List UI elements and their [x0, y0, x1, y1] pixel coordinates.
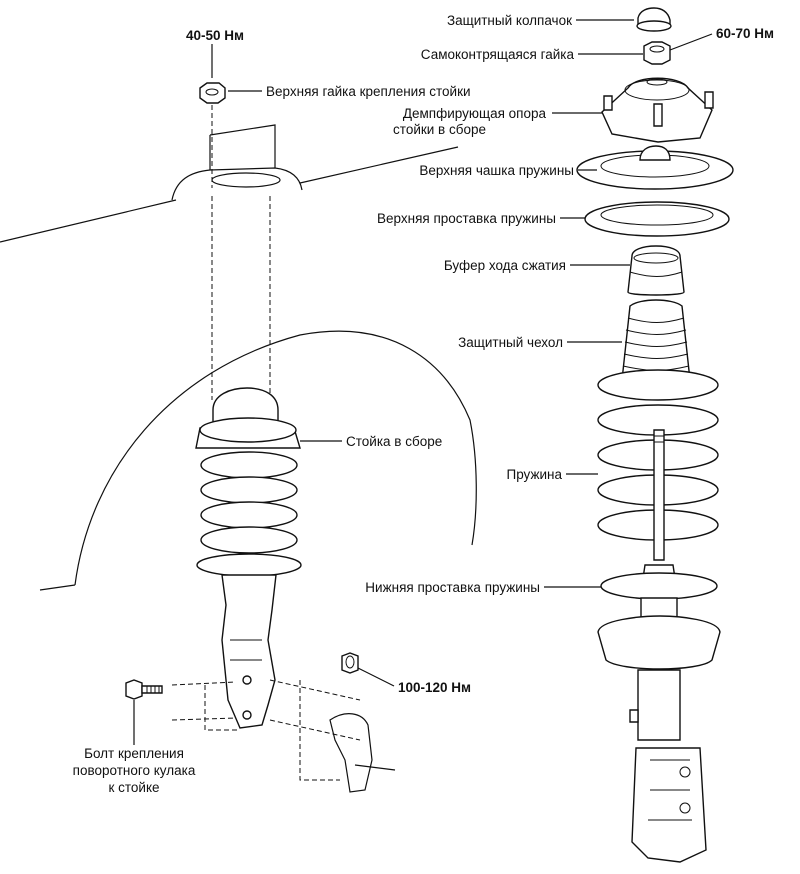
label-strut-assembly: Стойка в сборе: [346, 434, 442, 449]
leader-lines: [133, 19, 713, 745]
label-damping-mount-line1: Демпфирующая опора: [403, 106, 547, 121]
upper-spring-cup: [576, 145, 734, 190]
torque-self-locking-nut: 60-70 Нм: [716, 26, 774, 41]
lower-spring-spacer: [600, 564, 718, 600]
damping-strut-mount: [601, 77, 714, 143]
strut-assembly-left: [195, 387, 302, 729]
upper-strut-nut-left: [199, 82, 226, 104]
bump-stop: [627, 245, 685, 296]
coil-spring: [597, 369, 719, 561]
label-protective-cap: Защитный колпачок: [447, 13, 572, 28]
torque-upper-nut: 40-50 Нм: [186, 28, 244, 43]
label-lower-spring-spacer: Нижняя проставка пружины: [365, 580, 540, 595]
label-knuckle-bolt-line1: Болт крепления: [84, 746, 184, 761]
guide-lines-upper: [211, 105, 271, 400]
label-upper-spring-spacer: Верхняя проставка пружины: [377, 211, 556, 226]
label-upper-strut-nut: Верхняя гайка крепления стойки: [266, 84, 471, 99]
knuckle-outline-left: [171, 679, 396, 793]
label-dust-boot: Защитный чехол: [458, 335, 563, 350]
label-knuckle-bolt-line3: к стойке: [108, 780, 159, 795]
torque-knuckle-nut: 100-120 Нм: [398, 680, 471, 695]
knuckle-nut-icon: [341, 652, 359, 674]
strut-body-right: [597, 597, 721, 863]
label-damping-mount-line2: стойки в сборе: [393, 122, 486, 137]
self-locking-nut: [643, 41, 671, 65]
knuckle-bolt-icon: [125, 679, 163, 700]
protective-cap: [636, 7, 672, 32]
label-upper-spring-cup: Верхняя чашка пружины: [419, 163, 574, 178]
upper-spring-spacer: [584, 201, 730, 237]
label-knuckle-bolt-line2: поворотного кулака: [73, 763, 196, 778]
label-bump-stop: Буфер хода сжатия: [444, 258, 566, 273]
label-spring: Пружина: [507, 467, 563, 482]
label-self-locking-nut: Самоконтрящаяся гайка: [421, 47, 575, 62]
